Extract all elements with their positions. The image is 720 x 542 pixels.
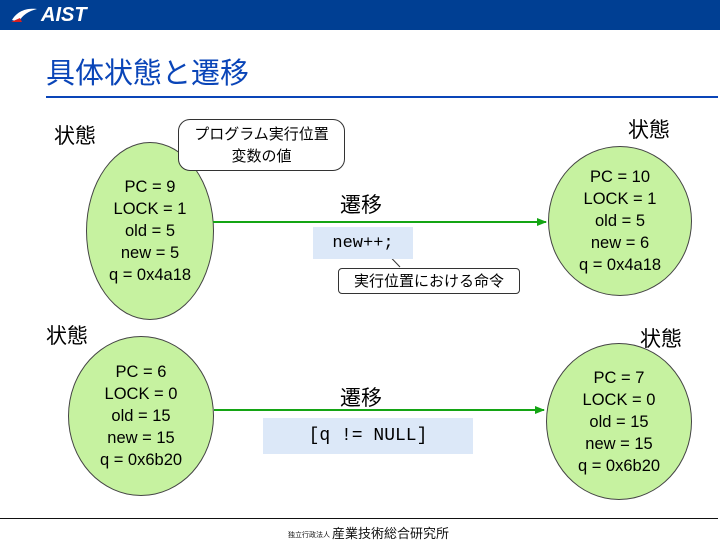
title-underline: [46, 96, 718, 98]
top-bar: AIST: [0, 0, 720, 30]
state-label-top-right: 状態: [628, 118, 670, 142]
footer-rule: [0, 518, 718, 519]
state-line: LOCK = 1: [113, 200, 187, 218]
state-line: LOCK = 0: [104, 385, 178, 403]
transition-label-bottom: 遷移: [340, 386, 382, 410]
state-line: LOCK = 0: [582, 390, 656, 409]
state-line: new = 5: [120, 244, 180, 262]
footer-org: 独立行政法人産業技術総合研究所: [288, 523, 449, 542]
state-line: PC = 10: [589, 168, 651, 186]
callout-line-2: 変数の値: [231, 147, 292, 165]
state-node-1: PC = 9 LOCK = 1 old = 5 new = 5 q = 0x4a…: [86, 142, 214, 320]
code-statement-top: new++;: [313, 227, 413, 259]
code-guard-bottom: [q != NULL]: [263, 418, 473, 454]
aist-swoosh-icon: [11, 8, 37, 22]
state-line: q = 0x6b20: [99, 451, 183, 469]
callout-instruction: 実行位置における命令: [338, 268, 520, 294]
logo-text: AIST: [41, 3, 87, 26]
transition-label-top: 遷移: [340, 193, 382, 217]
footer-org-small: 独立行政法人: [288, 530, 330, 539]
state-line: new = 15: [107, 429, 175, 447]
state-line: old = 5: [125, 222, 175, 240]
state-label-top-left: 状態: [54, 124, 96, 148]
state-line: PC = 7: [593, 368, 645, 387]
state-line: LOCK = 1: [583, 190, 657, 208]
aist-logo: AIST: [10, 3, 87, 27]
footer-org-name: 産業技術総合研究所: [332, 527, 450, 542]
state-line: old = 15: [589, 412, 649, 431]
callout-program-position-vars: プログラム実行位置 変数の値: [178, 119, 345, 171]
state-label-bottom-right: 状態: [640, 327, 682, 351]
state-node-4: PC = 7 LOCK = 0 old = 15 new = 15 q = 0x…: [546, 343, 692, 500]
callout-line-1: プログラム実行位置: [194, 125, 329, 143]
page-title: 具体状態と遷移: [46, 56, 250, 90]
state-line: new = 15: [585, 434, 653, 453]
state-node-2: PC = 10 LOCK = 1 old = 5 new = 6 q = 0x4…: [548, 146, 692, 296]
state-line: PC = 9: [124, 178, 176, 196]
state-line: q = 0x4a18: [578, 256, 662, 274]
state-line: PC = 6: [115, 363, 167, 381]
state-line: old = 15: [111, 407, 171, 425]
state-line: new = 6: [590, 234, 650, 252]
state-line: old = 5: [595, 212, 645, 230]
state-node-3: PC = 6 LOCK = 0 old = 15 new = 15 q = 0x…: [68, 336, 214, 496]
state-label-bottom-left: 状態: [46, 324, 88, 348]
state-line: q = 0x4a18: [108, 266, 192, 284]
state-line: q = 0x6b20: [577, 456, 661, 475]
